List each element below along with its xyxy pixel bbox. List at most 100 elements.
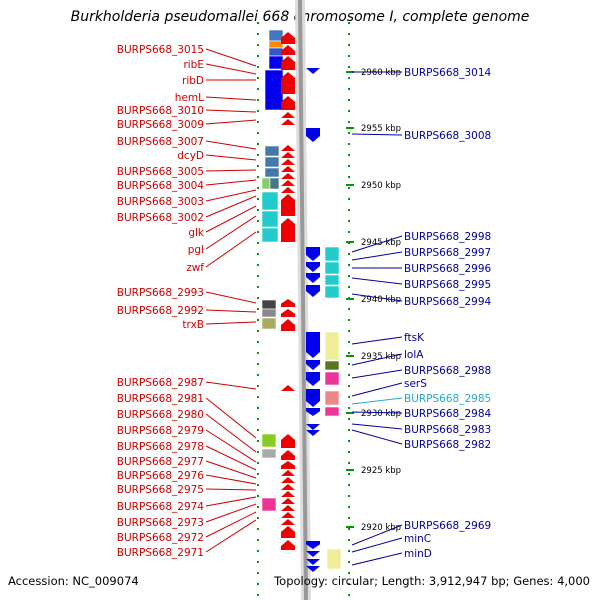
cog-block-left[interactable] (264, 156, 280, 168)
forward-gene-arrow[interactable] (281, 512, 295, 518)
gene-label-left[interactable]: dcyD (177, 150, 204, 162)
gene-label-left[interactable]: BURPS668_3005 (117, 166, 204, 178)
reverse-gene-arrow[interactable] (306, 559, 320, 565)
gene-label-left[interactable]: trxB (182, 319, 204, 331)
cog-block-left[interactable] (261, 210, 279, 228)
forward-gene-arrow[interactable] (281, 45, 295, 55)
cog-block-left[interactable] (264, 145, 280, 157)
gene-label-right[interactable]: BURPS668_2994 (404, 296, 492, 308)
gene-label-right[interactable]: ftsK (404, 332, 425, 344)
reverse-gene-arrow[interactable] (306, 408, 320, 416)
gene-label-right[interactable]: minC (404, 533, 431, 545)
cog-block-right[interactable] (326, 548, 342, 570)
reverse-gene-arrow[interactable] (306, 551, 320, 557)
forward-gene-arrow[interactable] (281, 519, 295, 525)
forward-gene-arrow[interactable] (281, 309, 295, 317)
forward-gene-arrow[interactable] (281, 540, 295, 550)
forward-gene-arrow[interactable] (281, 299, 295, 307)
reverse-gene-arrow[interactable] (306, 372, 320, 386)
cog-block-left[interactable] (261, 227, 279, 243)
cog-block-left[interactable] (261, 448, 277, 459)
reverse-gene-arrow[interactable] (306, 128, 320, 142)
cog-block-right[interactable] (324, 274, 340, 286)
forward-gene-arrow[interactable] (281, 385, 295, 391)
gene-label-right[interactable]: serS (404, 378, 427, 390)
forward-gene-arrow[interactable] (281, 166, 295, 172)
gene-label-left[interactable]: hemL (175, 92, 204, 104)
cog-block-left[interactable] (261, 191, 279, 211)
cog-block-left[interactable] (268, 29, 284, 42)
forward-gene-arrow[interactable] (281, 112, 295, 118)
gene-label-left[interactable]: BURPS668_2979 (117, 425, 204, 437)
gene-label-right[interactable]: BURPS668_2982 (404, 439, 491, 451)
reverse-gene-arrow[interactable] (306, 262, 320, 272)
forward-gene-arrow[interactable] (281, 505, 295, 511)
gene-label-left[interactable]: BURPS668_3003 (117, 196, 204, 208)
gene-label-right[interactable]: BURPS668_2984 (404, 408, 492, 420)
cog-block-right[interactable] (324, 371, 340, 386)
cog-block-left[interactable] (268, 40, 284, 49)
gene-label-left[interactable]: BURPS668_2971 (117, 547, 204, 559)
cog-block-right[interactable] (324, 390, 340, 406)
gene-label-left[interactable]: BURPS668_2977 (117, 456, 204, 468)
gene-label-right[interactable]: BURPS668_2985 (404, 393, 491, 405)
gene-label-left[interactable]: pgl (188, 244, 204, 256)
gene-label-left[interactable]: BURPS668_2978 (117, 441, 204, 453)
gene-label-left[interactable]: BURPS668_3009 (117, 119, 204, 131)
reverse-gene-arrow[interactable] (306, 389, 320, 407)
forward-gene-arrow[interactable] (281, 526, 295, 538)
forward-gene-arrow[interactable] (281, 194, 295, 216)
cog-block-left[interactable] (264, 167, 280, 178)
cog-block-left[interactable] (264, 69, 284, 111)
reverse-gene-arrow[interactable] (306, 273, 320, 283)
cog-block-right[interactable] (324, 261, 340, 275)
cog-block-right[interactable] (324, 246, 340, 262)
reverse-gene-arrow[interactable] (306, 360, 320, 370)
reverse-gene-arrow[interactable] (306, 247, 320, 261)
cog-block-right[interactable] (324, 360, 340, 371)
gene-label-left[interactable]: ribD (182, 75, 204, 87)
reverse-gene-arrow[interactable] (306, 566, 320, 572)
reverse-gene-arrow[interactable] (306, 285, 320, 297)
forward-gene-arrow[interactable] (281, 470, 295, 476)
forward-gene-arrow[interactable] (281, 159, 295, 165)
forward-gene-arrow[interactable] (281, 180, 295, 186)
gene-label-right[interactable]: BURPS668_2988 (404, 365, 491, 377)
gene-label-left[interactable]: BURPS668_2976 (117, 470, 205, 482)
cog-block-left[interactable] (268, 47, 284, 57)
forward-gene-arrow[interactable] (281, 96, 295, 110)
forward-gene-arrow[interactable] (281, 434, 295, 448)
reverse-gene-arrow[interactable] (306, 541, 320, 549)
forward-gene-arrow[interactable] (281, 461, 295, 469)
gene-label-left[interactable]: BURPS668_2973 (117, 517, 204, 529)
gene-label-right[interactable]: BURPS668_2983 (404, 424, 491, 436)
gene-label-left[interactable]: zwf (186, 262, 204, 274)
cog-block-left[interactable] (261, 497, 277, 512)
forward-gene-arrow[interactable] (281, 32, 295, 44)
forward-gene-arrow[interactable] (281, 173, 295, 179)
gene-label-left[interactable]: BURPS668_3015 (117, 44, 204, 56)
gene-label-left[interactable]: BURPS668_2980 (117, 409, 204, 421)
cog-block-left[interactable] (268, 55, 284, 70)
gene-label-left[interactable]: BURPS668_3010 (117, 105, 204, 117)
forward-gene-arrow[interactable] (281, 119, 295, 125)
gene-label-left[interactable]: BURPS668_2972 (117, 532, 204, 544)
gene-label-right[interactable]: minD (404, 548, 432, 560)
forward-gene-arrow[interactable] (281, 56, 295, 70)
gene-label-right[interactable]: BURPS668_3008 (404, 130, 491, 142)
cog-block-right[interactable] (324, 285, 340, 299)
forward-gene-arrow[interactable] (281, 72, 295, 94)
cog-block-left[interactable] (261, 177, 271, 190)
gene-label-left[interactable]: ribE (183, 59, 204, 71)
cog-block-left[interactable] (269, 177, 280, 190)
forward-gene-arrow[interactable] (281, 498, 295, 504)
cog-block-left[interactable] (261, 299, 277, 310)
gene-label-left[interactable]: BURPS668_3007 (117, 136, 204, 148)
reverse-gene-arrow[interactable] (306, 430, 320, 436)
gene-label-left[interactable]: BURPS668_2987 (117, 377, 204, 389)
reverse-gene-arrow[interactable] (306, 332, 320, 358)
gene-label-left[interactable]: BURPS668_2975 (117, 484, 204, 496)
gene-label-left[interactable]: BURPS668_3004 (117, 180, 205, 192)
gene-label-right[interactable]: BURPS668_2998 (404, 231, 491, 243)
